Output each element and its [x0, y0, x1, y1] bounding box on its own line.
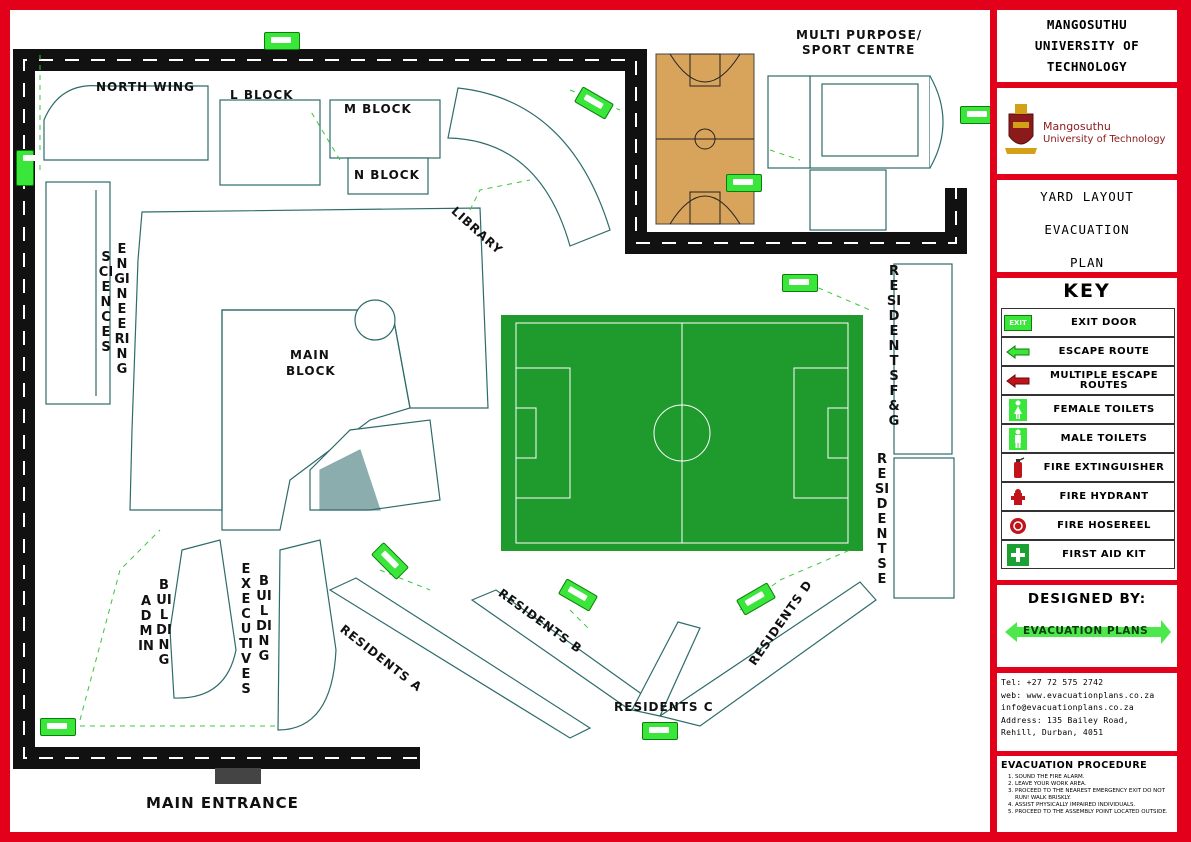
title-line-3: TECHNOLOGY	[1046, 59, 1128, 74]
first-aid-kit-icon	[1004, 543, 1032, 566]
exit-sign-icon	[782, 274, 818, 292]
exit-sign-icon: EXIT	[1004, 311, 1032, 334]
key-label: EXIT DOOR	[1070, 316, 1138, 328]
procedure-step: Proceed to the assembly point located ou…	[1015, 809, 1177, 816]
procedure-step: Leave your work area.	[1015, 781, 1177, 788]
label-main-entrance: MAIN ENTRANCE	[146, 794, 299, 812]
label-main-block-2: BLOCK	[286, 364, 336, 378]
exit-sign-icon	[726, 174, 762, 192]
escape-route-arrow-icon	[1004, 340, 1032, 363]
contact-details: Tel: +27 72 575 2742 web: www.evacuation…	[997, 673, 1177, 751]
label-residents-e: RESIDENTS E	[874, 452, 890, 587]
title-line-2: UNIVERSITY OF	[1034, 38, 1140, 53]
exit-sign-icon	[40, 718, 76, 736]
contact-address-2: Rehill, Durban, 4051	[1001, 728, 1104, 737]
key-item-male-toilets: MALE TOILETS	[1001, 424, 1175, 453]
key-item-female-toilets: FEMALE TOILETS	[1001, 395, 1175, 424]
key-label: FIRST AID KIT	[1062, 548, 1146, 560]
key-item-fire-extinguisher: FIRE EXTINGUISHER	[1001, 453, 1175, 482]
perimeter-road	[13, 49, 967, 769]
key-item-escape-route: ESCAPE ROUTE	[1001, 337, 1175, 366]
sport-centre-building	[767, 75, 944, 231]
side-panel: MANGOSUTHU UNIVERSITY OF TECHNOLOGY Mang…	[993, 10, 1181, 832]
label-residents-c: RESIDENTS C	[614, 700, 714, 714]
designed-by-title: DESIGNED BY:	[1027, 591, 1147, 607]
admin-executives-buildings	[169, 539, 337, 731]
institution-title: MANGOSUTHU UNIVERSITY OF TECHNOLOGY	[997, 10, 1177, 82]
key-item-exit-door: EXIT EXIT DOOR	[1001, 308, 1175, 337]
label-l-block: L BLOCK	[230, 88, 294, 102]
designer-logo-text: EVACUATION PLANS	[1023, 625, 1149, 637]
label-executives: EXECUTIVES	[239, 562, 253, 697]
label-admin: ADMIN	[138, 594, 154, 654]
plan-line-3: PLAN	[1069, 255, 1105, 270]
procedure-steps: Sound the fire alarm. Leave your work ar…	[997, 774, 1177, 816]
key-label: MULTIPLE ESCAPE ROUTES	[1049, 369, 1159, 391]
key-item-fire-hydrant: FIRE HYDRANT	[1001, 482, 1175, 511]
exit-sign-icon	[16, 150, 43, 186]
campus-map: NORTH WING L BLOCK M BLOCK N BLOCK LIBRA…	[10, 10, 990, 832]
key-label: FEMALE TOILETS	[1053, 403, 1155, 415]
procedure-step: Assist physically impaired individuals.	[1015, 802, 1177, 809]
plan-title: YARD LAYOUT EVACUATION PLAN	[997, 180, 1177, 272]
contact-web: web: www.evacuationplans.co.za	[1001, 690, 1155, 700]
key-item-first-aid-kit: FIRST AID KIT	[1001, 540, 1175, 569]
label-n-block: N BLOCK	[354, 168, 420, 182]
label-main-block: MAIN	[290, 348, 330, 362]
main-gate	[215, 768, 261, 784]
designer-section: DESIGNED BY: EVACUATION PLANS	[997, 585, 1177, 667]
soccer-field	[501, 315, 863, 551]
label-residents-fg: RESIDENTS F & G	[886, 264, 902, 429]
label-north-wing: NORTH WING	[96, 80, 195, 94]
key-label: MALE TOILETS	[1060, 432, 1148, 444]
exit-sign-icon	[960, 106, 990, 124]
key-title: KEY	[1063, 280, 1111, 302]
key-label: FIRE HYDRANT	[1059, 490, 1149, 502]
label-engineering: ENGINEERING	[114, 242, 130, 377]
key-item-multiple-escape-routes: MULTIPLE ESCAPE ROUTES	[1001, 366, 1175, 395]
map-drawing	[13, 49, 967, 784]
exit-sign-icon	[642, 722, 678, 740]
procedure-step: Proceed to the nearest emergency exit do…	[1015, 788, 1177, 802]
female-toilets-icon	[1004, 398, 1032, 421]
key-label: FIRE EXTINGUISHER	[1043, 461, 1165, 473]
exit-sign-icon	[264, 32, 300, 50]
basketball-court	[655, 53, 755, 225]
label-sport-centre: SPORT CENTRE	[802, 43, 916, 57]
key-label: ESCAPE ROUTE	[1058, 345, 1150, 357]
label-admin-building: BUILDING	[156, 578, 172, 668]
fire-hosereel-icon	[1004, 514, 1032, 537]
key-label: FIRE HOSEREEL	[1057, 519, 1151, 531]
title-line-1: MANGOSUTHU	[1046, 17, 1128, 32]
label-multi-purpose: MULTI PURPOSE/	[796, 28, 923, 42]
contact-email: info@evacuationplans.co.za	[1001, 703, 1135, 712]
multiple-escape-routes-arrow-icon	[1004, 369, 1032, 392]
main-block-building	[129, 207, 489, 531]
male-toilets-icon	[1004, 427, 1032, 450]
sciences-engineering-building	[45, 181, 111, 405]
map-key: KEY EXIT EXIT DOOR ESCAPE ROUTE MULTIPLE…	[997, 278, 1177, 580]
label-m-block: M BLOCK	[344, 102, 412, 116]
fire-extinguisher-icon	[1004, 456, 1032, 479]
residents-buildings	[328, 263, 955, 739]
plan-line-2: EVACUATION	[1044, 222, 1130, 237]
contact-address-1: Address: 135 Bailey Road,	[1001, 715, 1129, 725]
logo-text-2: University of Technology	[1043, 134, 1166, 145]
north-buildings	[43, 85, 611, 247]
plan-line-1: YARD LAYOUT	[1040, 189, 1134, 204]
logo-text-1: Mangosuthu	[1043, 120, 1111, 133]
procedure-title: EVACUATION PROCEDURE	[1001, 760, 1148, 771]
coat-of-arms-icon	[1005, 104, 1037, 154]
contact-phone: Tel: +27 72 575 2742	[1001, 678, 1104, 687]
fire-hydrant-icon	[1004, 485, 1032, 508]
evacuation-procedure: EVACUATION PROCEDURE Sound the fire alar…	[997, 756, 1177, 832]
label-executives-building: BUILDING	[256, 574, 272, 664]
university-logo: Mangosuthu University of Technology	[997, 88, 1177, 174]
evacuation-plans-logo-icon	[1005, 620, 1171, 644]
key-item-fire-hosereel: FIRE HOSEREEL	[1001, 511, 1175, 540]
procedure-step: Sound the fire alarm.	[1015, 774, 1177, 781]
label-sciences: SCIENCES	[98, 250, 114, 355]
